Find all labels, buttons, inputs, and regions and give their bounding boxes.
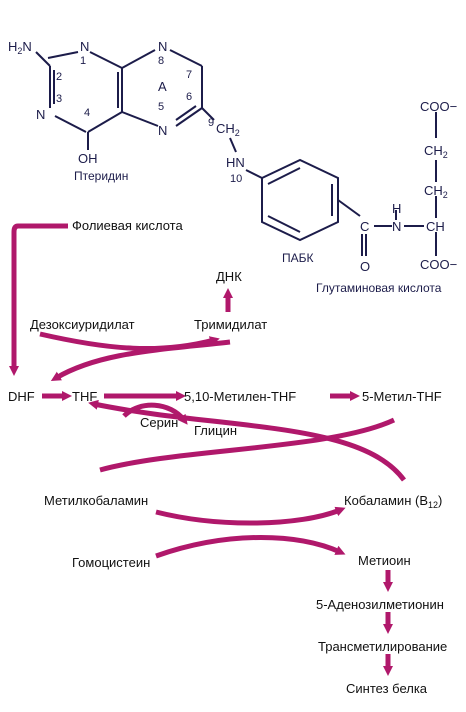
n5-label: N bbox=[158, 123, 168, 138]
cobalamin-close: ) bbox=[438, 493, 443, 508]
ch2-a-label: CH2 bbox=[424, 143, 448, 160]
pteridine-name: Птеридин bbox=[74, 169, 129, 183]
amino-group-label: H2N bbox=[8, 39, 32, 56]
cobalamin-subscript: 12 bbox=[428, 500, 439, 510]
arrow-methylcob-to-cob bbox=[155, 506, 346, 526]
thymidylate-label: Тримидилат bbox=[194, 317, 268, 332]
sam-label: 5-Аденозилметионин bbox=[316, 597, 444, 612]
amide-n-label: N bbox=[392, 219, 402, 234]
ring-number-1: 1 bbox=[80, 55, 87, 67]
ring-number-6: 6 bbox=[186, 91, 193, 103]
ring-number-5: 5 bbox=[158, 101, 165, 113]
amide-carbon-label: C bbox=[360, 219, 370, 234]
cobalamin-text: Кобаламин (B bbox=[344, 493, 428, 508]
coo-bottom-label: COO− bbox=[420, 257, 458, 272]
amide-oxygen-label: O bbox=[360, 259, 371, 274]
chemical-structure-bonds bbox=[35, 49, 437, 256]
homocysteine-label: Гомоцистеин bbox=[72, 555, 151, 570]
coo-top-label: COO− bbox=[420, 99, 458, 114]
deoxyuridylate-label: Дезоксиуридилат bbox=[30, 317, 135, 332]
ring-number-2: 2 bbox=[56, 71, 63, 83]
dna-label: ДНК bbox=[216, 269, 242, 284]
oh-group-label: OH bbox=[78, 151, 98, 166]
glycine-label: Глицин bbox=[194, 423, 238, 438]
folic-acid-label: Фолиевая кислота bbox=[72, 218, 183, 233]
methionine-label: Метиоин bbox=[358, 553, 411, 568]
amide-h-label: H bbox=[392, 201, 402, 216]
arrow-methylene-to-dhf bbox=[50, 339, 231, 382]
arrow-folate-to-dhf bbox=[9, 223, 68, 376]
transmethylation-label: Трансметилирование bbox=[318, 639, 448, 654]
dhf-label: DHF bbox=[8, 389, 35, 404]
glutamate-name: Глутаминовая кислота bbox=[316, 281, 442, 295]
alpha-ch-label: CH bbox=[426, 219, 445, 234]
arrow-homocysteine-to-methionine bbox=[155, 535, 346, 559]
thf-label: THF bbox=[72, 389, 98, 404]
methyl-thf-label: 5-Метил-THF bbox=[362, 389, 442, 404]
methylcobalamin-label: Метилкобаламин bbox=[44, 493, 149, 508]
ring-number-10: 10 bbox=[230, 173, 243, 185]
arrow-methylthf-to-thf bbox=[88, 399, 407, 482]
ch2-b-label: CH2 bbox=[424, 183, 448, 200]
methylene-thf-label: 5,10-Метилен-THF bbox=[184, 389, 297, 404]
cobalamin-label: Кобаламин (B12) bbox=[344, 493, 443, 510]
ring-number-4: 4 bbox=[84, 107, 91, 119]
ring-number-7: 7 bbox=[186, 69, 193, 81]
n3-label: N bbox=[36, 107, 46, 122]
paba-name: ПАБК bbox=[282, 251, 314, 265]
ring-number-8: 8 bbox=[158, 55, 165, 67]
protein-synthesis-label: Синтез белка bbox=[346, 681, 428, 696]
pathway-arrows bbox=[9, 223, 407, 676]
n1-label: N bbox=[80, 39, 90, 54]
ring-a-label: A bbox=[158, 79, 167, 94]
n8-label: N bbox=[158, 39, 168, 54]
serine-label: Серин bbox=[140, 415, 179, 430]
ring-number-3: 3 bbox=[56, 93, 63, 105]
ch2-link-label: CH2 bbox=[216, 121, 240, 138]
arc-to-methylcobalamin bbox=[99, 417, 396, 473]
ring-number-9: 9 bbox=[208, 117, 215, 129]
nh-label: HN bbox=[226, 155, 245, 170]
